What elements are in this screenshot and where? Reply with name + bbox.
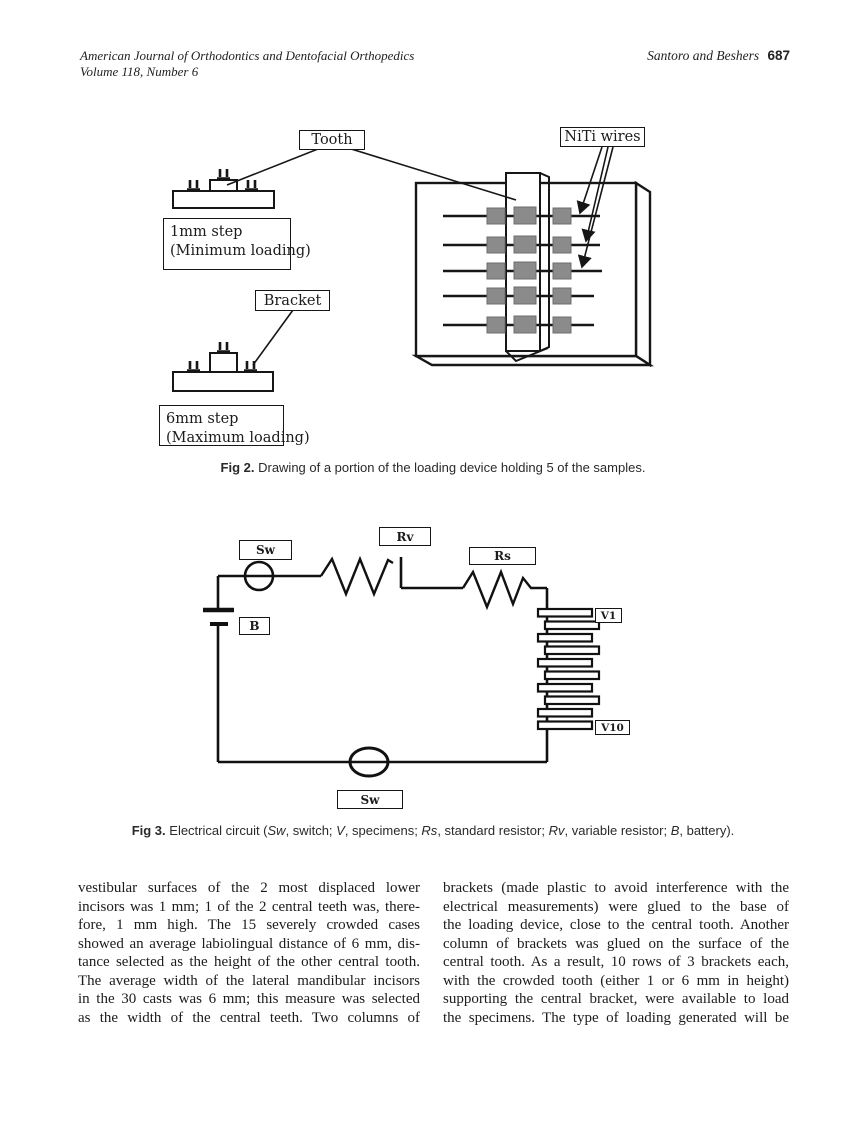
step6-label: 6mm step (Maximum loading) [159, 405, 310, 446]
device-bottom-face [411, 354, 655, 367]
text-line: fore, 1 mm high. The 15 severely crowded… [78, 917, 420, 933]
tooth-label: Tooth [299, 130, 365, 150]
body-right-column: brackets (made plastic to avoid interfer… [443, 879, 789, 1027]
text-line: as the width of the central teeth. Two c… [78, 1009, 420, 1026]
text-line: showed an average labiolingual distance … [78, 935, 420, 952]
specimen-bar [543, 670, 601, 681]
specimen-bar [543, 620, 601, 631]
rv-label: Rv [379, 527, 431, 546]
running-head: Santoro and Beshers 687 [647, 48, 790, 64]
tooth-pointer-right [347, 147, 517, 201]
specimen-stack [536, 607, 601, 731]
bracket-label: Bracket [255, 290, 330, 311]
authors: Santoro and Beshers [647, 48, 760, 63]
pointer-lines [226, 146, 614, 366]
caption-segment: Drawing of a portion of the loading devi… [254, 460, 646, 475]
model-brackets [187, 342, 257, 372]
step6-line1: 6mm step [166, 411, 239, 427]
v1-label: V1 [595, 608, 622, 623]
specimen-bar [536, 682, 594, 693]
caption-segment: Rs [421, 823, 438, 838]
journal-header: American Journal of Orthodontics and Den… [80, 48, 414, 80]
device-right-face [634, 180, 652, 368]
niti-arrow [577, 146, 614, 269]
caption-segment: Rv [548, 823, 565, 838]
model-1mm-step [172, 169, 275, 209]
caption-segment: , standard resistor; [437, 823, 549, 838]
rs-label: Rs [469, 547, 536, 565]
text-line: supporting the central bracket, were ava… [443, 991, 789, 1007]
text-line: column of brackets was glued on the surf… [443, 935, 789, 952]
caption-segment: , switch; [285, 823, 337, 838]
fig2-caption: Fig 2. Drawing of a portion of the loadi… [0, 460, 866, 475]
switch-circle-bottom [348, 746, 390, 778]
page-number: 687 [767, 48, 790, 63]
text-line: tance selected as the height of the othe… [78, 954, 420, 970]
caption-segment: Electrical circuit ( [165, 823, 268, 838]
text-line: vestibular surfaces of the 2 most displa… [78, 880, 420, 896]
caption-segment: Fig 2. [220, 460, 255, 475]
text-line: the specimens. The type of loading gener… [443, 1009, 789, 1026]
fig3-caption: Fig 3. Electrical circuit (Sw, switch; V… [0, 823, 866, 838]
resistor-rs-zigzag [461, 568, 547, 611]
text-line: The average width of the lateral mandibu… [78, 972, 420, 989]
specimen-bar [536, 657, 594, 668]
caption-segment: , battery). [679, 823, 735, 838]
body-left-column: vestibular surfaces of the 2 most displa… [78, 879, 420, 1027]
fig3-circuit [203, 555, 601, 778]
sw-top-label: Sw [239, 540, 292, 560]
text-line: brackets (made plastic to avoid interfer… [443, 880, 789, 896]
journal-volume: Volume 118, Number 6 [80, 64, 199, 79]
text-line: with the crowded tooth (either 1 or 6 mm… [443, 972, 789, 989]
text-line: central tooth. As a result, 10 rows of 3… [443, 954, 789, 970]
specimen-bar [543, 645, 601, 656]
caption-segment: Fig 3. [131, 823, 166, 838]
caption-segment: , specimens; [344, 823, 422, 838]
step1-line1: 1mm step [170, 224, 243, 240]
journal-title: American Journal of Orthodontics and Den… [80, 48, 415, 63]
v10-label: V10 [595, 720, 630, 735]
caption-segment: V [336, 823, 345, 838]
specimen-bar [536, 720, 594, 731]
text-line: incisors was 1 mm; 1 of the 2 central te… [78, 898, 420, 915]
tooth-pointer-left [226, 146, 324, 186]
niti-wires-label: NiTi wires [560, 127, 645, 147]
caption-segment: B [670, 823, 680, 838]
model-brackets [187, 169, 258, 191]
specimen-bar [536, 632, 594, 643]
bracket-squares [486, 206, 572, 334]
fig2-drawing [172, 146, 655, 392]
battery-symbol [203, 607, 234, 626]
specimen-bar [536, 607, 594, 618]
text-line: in the 30 casts was 6 mm; this measure w… [78, 991, 420, 1007]
niti-arrow [581, 146, 609, 243]
step1-label: 1mm step (Minimum loading) [163, 218, 311, 270]
switch-circle-top [243, 560, 275, 592]
bracket-pointer [252, 309, 294, 366]
sw-bottom-label: Sw [337, 790, 403, 809]
caption-segment: Sw [267, 823, 286, 838]
caption-segment: , variable resistor; [564, 823, 671, 838]
figure-2: Tooth NiTi wires Bracket 1mm step (Minim… [150, 118, 680, 458]
battery-label: B [239, 617, 270, 635]
step6-line2: (Maximum loading) [166, 430, 310, 446]
figure-3: Sw Rv Rs B V1 V10 Sw [195, 520, 645, 815]
model-6mm-step [172, 342, 274, 392]
text-line: electrical measurements) were glued to t… [443, 898, 789, 915]
text-line: the loading device, close to the central… [443, 917, 789, 933]
specimen-bar [536, 707, 594, 718]
specimen-bar [543, 695, 601, 706]
niti-arrow [576, 146, 603, 215]
step1-line2: (Minimum loading) [170, 243, 311, 259]
resistor-rv-zigzag [319, 555, 394, 598]
